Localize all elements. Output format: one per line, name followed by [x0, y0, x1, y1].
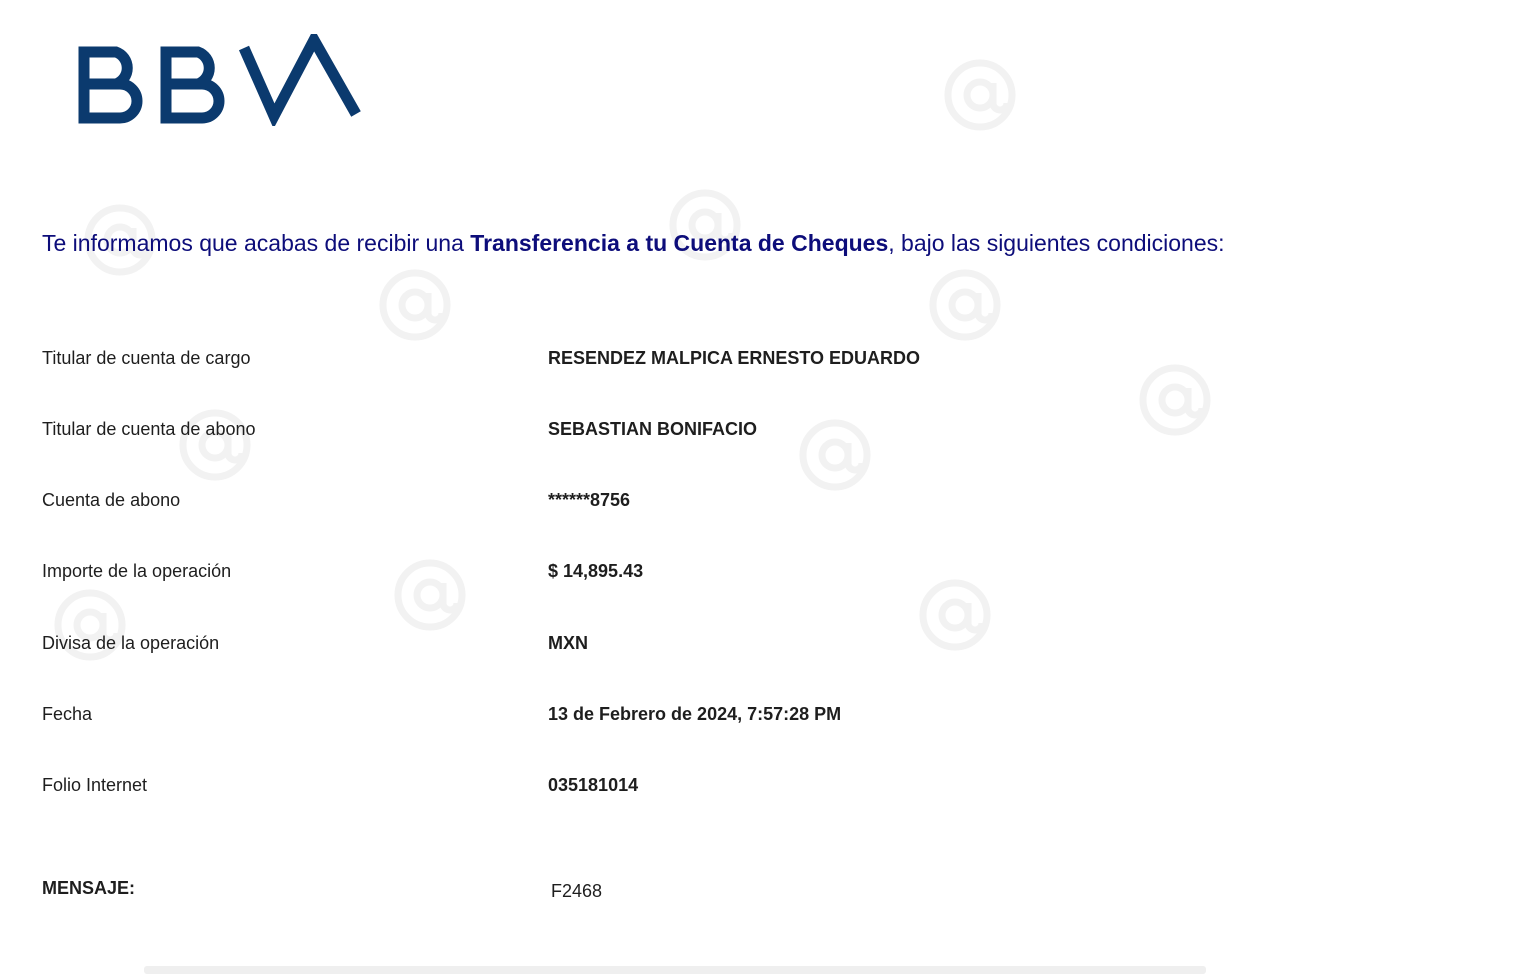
detail-row-titular-cargo: Titular de cuenta de cargo RESENDEZ MALP…: [42, 347, 1242, 371]
detail-value: 13 de Febrero de 2024, 7:57:28 PM: [548, 704, 842, 724]
detail-label: Divisa de la operación: [42, 633, 220, 653]
detail-row-titular-abono: Titular de cuenta de abono SEBASTIAN BON…: [42, 418, 1242, 442]
watermark-at-icon: [925, 265, 1005, 345]
intro-highlight: Transferencia a tu Cuenta de Cheques: [470, 230, 889, 256]
detail-row-importe: Importe de la operación $ 14,895.43: [42, 560, 1242, 584]
detail-row-divisa: Divisa de la operación MXN: [42, 632, 1242, 656]
detail-value: MXN: [548, 633, 588, 653]
detail-label: Fecha: [42, 704, 93, 724]
intro-suffix: , bajo las siguientes condiciones:: [888, 230, 1225, 256]
detail-label: Folio Internet: [42, 775, 148, 795]
detail-value: SEBASTIAN BONIFACIO: [548, 419, 758, 439]
detail-label: Titular de cuenta de cargo: [42, 348, 251, 368]
intro-text: Te informamos que acabas de recibir una …: [42, 230, 1225, 257]
message-row: MENSAJE: F2468: [42, 877, 1242, 905]
detail-label: Titular de cuenta de abono: [42, 419, 256, 439]
watermark-at-icon: [940, 55, 1020, 135]
bbva-logo: [76, 28, 366, 131]
detail-value: RESENDEZ MALPICA ERNESTO EDUARDO: [548, 348, 921, 368]
message-value: F2468: [551, 881, 603, 901]
detail-label: Importe de la operación: [42, 561, 232, 581]
footer-divider: [144, 966, 1206, 974]
detail-row-cuenta-abono: Cuenta de abono ******8756: [42, 489, 1242, 513]
watermark-at-icon: [175, 405, 255, 485]
watermark-at-icon: [375, 265, 455, 345]
detail-value: $ 14,895.43: [548, 561, 644, 581]
message-label: MENSAJE:: [42, 878, 136, 898]
detail-value: ******8756: [548, 490, 631, 510]
detail-value: 035181014: [548, 775, 639, 795]
detail-row-folio: Folio Internet 035181014: [42, 774, 1242, 798]
intro-prefix: Te informamos que acabas de recibir una: [42, 230, 471, 256]
detail-row-fecha: Fecha 13 de Febrero de 2024, 7:57:28 PM: [42, 703, 1242, 727]
detail-label: Cuenta de abono: [42, 490, 181, 510]
